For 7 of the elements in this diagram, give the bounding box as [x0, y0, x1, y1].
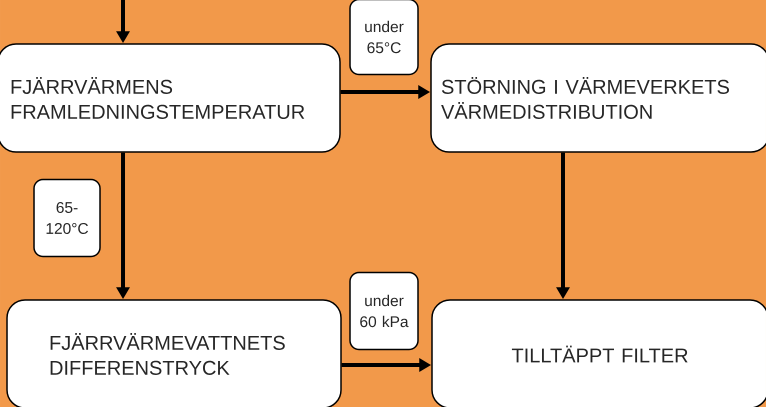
edge-label: under 65°C [349, 0, 419, 76]
edge-label: under 60 kPa [349, 272, 419, 350]
process-box: STÖRNING I VÄRMEVERKETS VÄRMEDISTRIBUTION [430, 43, 766, 153]
process-box: FJÄRRVÄRMEVATTNETS DIFFERENSTRYCK [6, 299, 342, 407]
edge-label: 65- 120°C [33, 178, 101, 258]
process-box: FJÄRRVÄRMENS FRAMLEDNINGSTEMPERATUR [0, 43, 341, 153]
process-box: TILLTÄPPT FILTER [431, 299, 766, 407]
